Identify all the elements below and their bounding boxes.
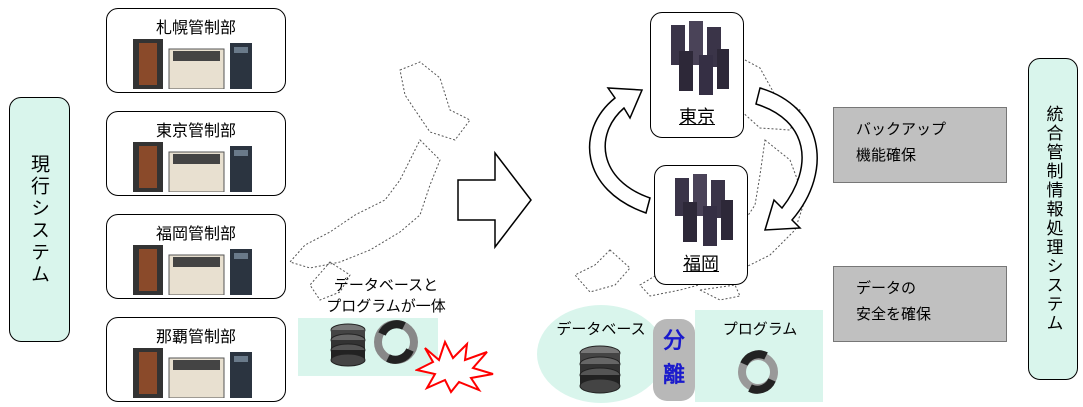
server-cluster-icon: [671, 21, 729, 95]
backup-assured-box: バックアップ 機能確保: [833, 107, 1007, 183]
datacenter-tokyo: 東京: [650, 12, 744, 138]
data-safety-box: データの 安全を確保: [833, 266, 1007, 342]
separation-top: 分: [662, 329, 685, 354]
current-system-label: 現行システム: [9, 97, 70, 342]
current-system-text: 現行システム: [28, 153, 50, 286]
integrated-system-label: 統合管制情報処理システム: [1028, 58, 1078, 380]
backup-cycle-arrows: [588, 87, 818, 231]
datacenter-fukuoka: 福岡: [654, 165, 748, 285]
program-icon: [374, 320, 418, 364]
separation-bottom: 離: [662, 363, 685, 388]
mainframe-icon: [133, 348, 252, 398]
integrated-system-text: 統合管制情報処理システム: [1042, 105, 1063, 333]
database-icon: [579, 345, 621, 394]
office-title: 福岡管制部: [155, 224, 236, 243]
separation-badge: 分 離: [653, 319, 695, 401]
safety-line2: 安全を確保: [856, 305, 932, 323]
safety-line1: データの: [856, 279, 917, 297]
combined-note-text: データベースと プログラムが一体: [296, 275, 476, 317]
datacenter-tokyo-label: 東京: [679, 107, 715, 128]
transition-arrow-icon: [457, 150, 532, 250]
office-title: 札幌管制部: [155, 18, 236, 37]
office-title: 那覇管制部: [155, 327, 236, 346]
backup-line1: バックアップ: [856, 120, 947, 138]
office-sapporo: 札幌管制部: [106, 8, 286, 93]
combined-note-line1: データベースと: [333, 276, 439, 294]
mainframe-icon: [133, 142, 252, 192]
database-icon: [330, 323, 366, 367]
office-fukuoka: 福岡管制部: [106, 214, 286, 299]
program-label: プログラム: [722, 320, 798, 338]
program-icon: [738, 350, 778, 394]
office-tokyo: 東京管制部: [106, 111, 286, 196]
mainframe-icon: [133, 39, 252, 89]
backup-line2: 機能確保: [856, 146, 917, 164]
office-title: 東京管制部: [155, 121, 236, 140]
error-burst-icon: [415, 339, 494, 394]
database-label: データベース: [556, 320, 646, 338]
mainframe-icon: [133, 245, 252, 295]
office-naha: 那覇管制部: [106, 317, 286, 402]
combined-note-line2: プログラムが一体: [326, 297, 446, 315]
datacenter-fukuoka-label: 福岡: [683, 254, 719, 275]
server-cluster-icon: [675, 174, 733, 246]
